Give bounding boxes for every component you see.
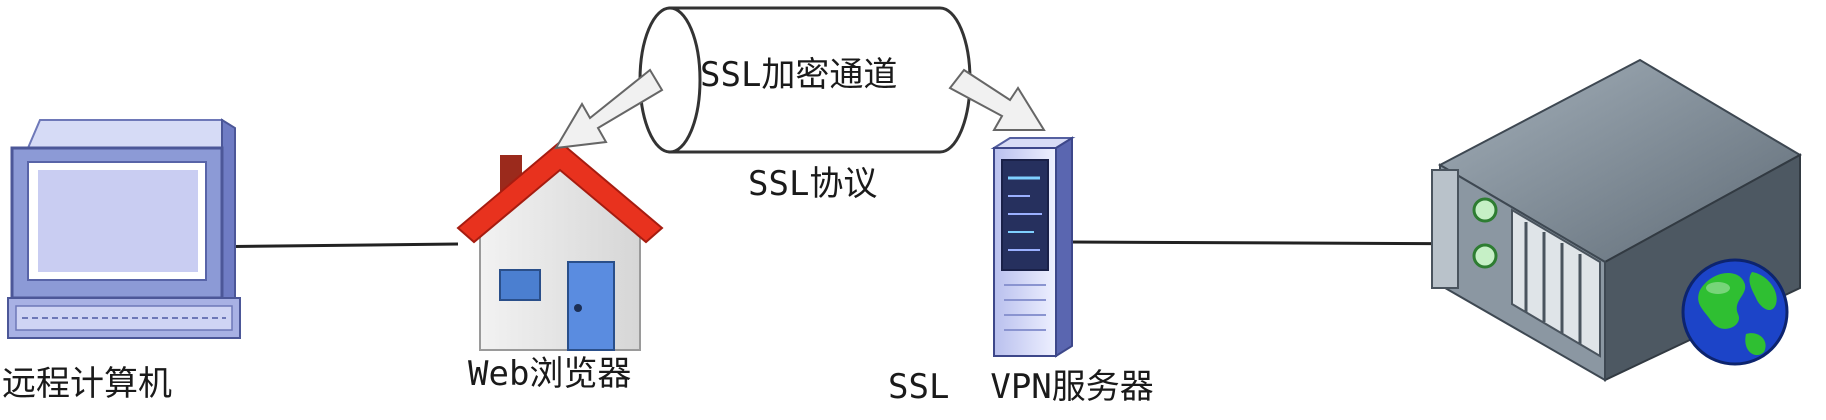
tower-server-icon <box>990 136 1076 358</box>
globe-icon <box>1681 258 1789 366</box>
arrow-to-browser-icon <box>554 68 664 150</box>
remote-computer-label: 远程计算机 <box>2 364 172 404</box>
rack-server-icon <box>1431 58 1803 382</box>
protocol-label: SSL协议 <box>748 164 877 204</box>
vpn-server-label: SSL VPN服务器 <box>888 367 1154 407</box>
house-icon <box>456 140 664 351</box>
web-browser-label: Web浏览器 <box>468 354 631 394</box>
tunnel-label: SSL加密通道 <box>700 55 897 95</box>
monitor-icon <box>7 118 241 339</box>
arrow-to-vpn-icon <box>948 68 1046 131</box>
ssl-tunnel <box>638 6 972 154</box>
